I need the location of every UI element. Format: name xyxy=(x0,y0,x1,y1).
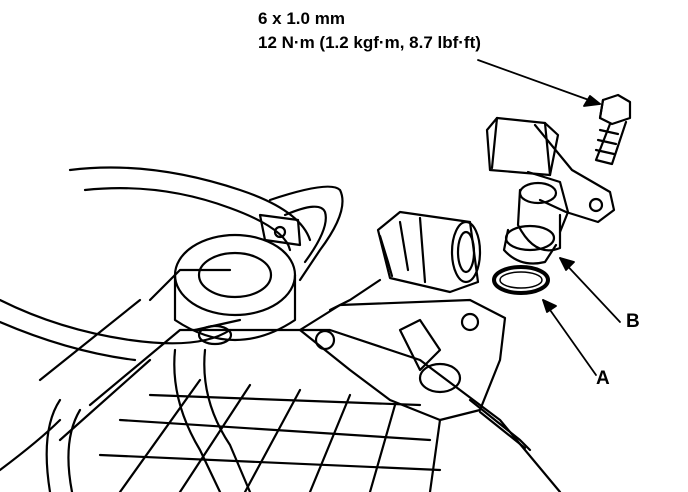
torque-spec: 12 N·m (1.2 kgf·m, 8.7 lbf·ft) xyxy=(258,33,481,52)
cmp-sensor xyxy=(485,116,616,265)
leader-lines xyxy=(477,59,621,376)
bolt xyxy=(594,93,632,166)
sensor-leader-line xyxy=(559,257,621,323)
intake-manifold-grid xyxy=(38,268,562,492)
o-ring-leader-line xyxy=(542,299,597,376)
callout-b-sensor: B xyxy=(626,311,640,332)
bolt-size-spec: 6 x 1.0 mm xyxy=(258,9,345,28)
harness-connector xyxy=(328,210,482,312)
mounting-bracket xyxy=(298,298,532,452)
valve-housing xyxy=(173,213,302,346)
callout-a-o-ring: A xyxy=(596,368,610,389)
o-ring xyxy=(492,265,550,295)
bolt-leader-line xyxy=(477,59,601,105)
vacuum-hoses xyxy=(0,166,344,492)
